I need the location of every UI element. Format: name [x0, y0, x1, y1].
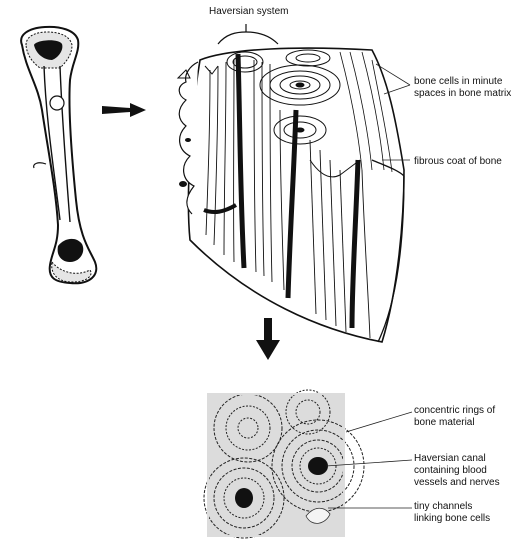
label-bone-cells-line1: bone cells in minute — [414, 76, 503, 87]
leader-lines — [325, 63, 413, 509]
label-canal-line2: containing blood — [414, 465, 487, 476]
label-channels-line2: linking bone cells — [414, 513, 491, 524]
label-bone-cells-line2: spaces in bone matrix — [414, 88, 512, 99]
label-canal-line1: Haversian canal — [414, 453, 486, 464]
label-canal-line3: vessels and nerves — [414, 477, 500, 488]
label-channels-line1: tiny channels — [414, 501, 473, 512]
label-fibrous-coat: fibrous coat of bone — [414, 156, 502, 167]
label-haversian-system: Haversian system — [209, 6, 289, 17]
microscopic-view — [203, 389, 365, 539]
label-rings-line1: concentric rings of — [414, 405, 496, 416]
arrow-right — [102, 103, 146, 117]
label-rings-line2: bone material — [414, 417, 475, 428]
arrow-down — [256, 318, 280, 360]
long-bone — [20, 25, 98, 285]
bone-section-block — [176, 24, 405, 343]
